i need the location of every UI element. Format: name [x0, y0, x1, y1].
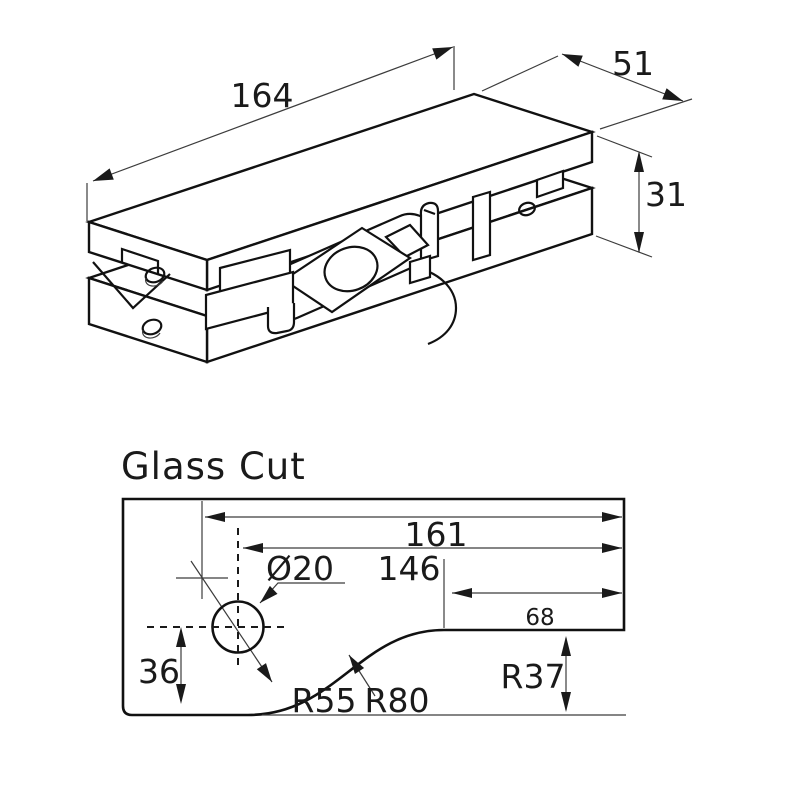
lower-recess-arc: [411, 265, 458, 346]
hole-leader-arrow: [260, 585, 278, 603]
front-holes: [141, 266, 166, 339]
upper-plate-right-tab: [535, 169, 565, 199]
dim-to-hole-arrow-right: [602, 543, 622, 553]
dim-width-arrow-left: [562, 54, 583, 67]
dim-length: 164: [86, 46, 455, 221]
dim-flat-arrow-right: [602, 588, 622, 598]
radius-r55-label: R55: [292, 681, 357, 720]
dim-width-ext-left: [481, 55, 559, 92]
dim-height-label: 31: [645, 175, 687, 214]
dim-width: 51: [481, 44, 693, 130]
dim-to-hole-label: 146: [378, 549, 441, 588]
dim-length-line: [92, 46, 454, 182]
dim-height-ext-top: [596, 135, 653, 158]
dim-height-ext-bottom: [595, 235, 653, 258]
upper-plate-end-face: [87, 220, 209, 292]
dim-length-arrow-right: [432, 47, 453, 60]
dim-flat: 68: [452, 588, 622, 631]
glass-outline: [121, 497, 626, 717]
hole-diameter-label: Ø20: [266, 549, 334, 588]
dim-to-hole-arrow-left: [243, 543, 263, 553]
dim-width-line: [561, 53, 684, 102]
upper-front-hole-rim: [145, 277, 164, 287]
glass-cut-title: Glass Cut: [121, 445, 306, 488]
bolt-slot-line: [423, 208, 436, 216]
radius-leader-arrow: [349, 655, 365, 674]
dim-step-radius: R37: [501, 636, 571, 712]
dim-to-hole: 146: [243, 543, 622, 588]
radius-r80-label: R80: [365, 681, 430, 720]
dim-length-label: 164: [231, 76, 294, 115]
dim-width-ext-right: [599, 98, 693, 130]
side-screw-hole: [518, 201, 536, 217]
radius-r37-label: R37: [501, 657, 566, 696]
dim-flat-label: 68: [525, 605, 554, 631]
dim-36-arrow-top: [176, 627, 186, 647]
dim-height-arrow-bottom: [634, 232, 644, 253]
right-jaw-tab: [408, 254, 432, 285]
dim-height: 31: [595, 135, 687, 258]
ref-diagonal-arrow: [256, 663, 272, 682]
clamp-mechanism: [204, 190, 536, 346]
dim-flat-arrow-left: [452, 588, 472, 598]
dim-overall-arrow-left: [205, 512, 225, 522]
dim-36-arrow-bottom: [176, 684, 186, 704]
upper-plate: [85, 92, 596, 310]
dim-height-arrow-top: [634, 151, 644, 172]
dim-hole-to-bottom-label: 36: [138, 652, 180, 691]
dim-hole-to-bottom: 36: [138, 627, 186, 704]
ref-diagonal: [190, 560, 273, 683]
hole-diameter-callout: Ø20: [259, 549, 345, 604]
cylinder-hole: [323, 245, 379, 293]
radius-callout: R55 R80: [292, 654, 430, 720]
dim-width-arrow-right: [662, 88, 683, 101]
glass-cut-view: Glass Cut 161 146: [121, 445, 626, 720]
dim-length-arrow-left: [93, 168, 114, 181]
left-jaw-round-tab: [266, 303, 296, 335]
right-jaw: [471, 190, 492, 262]
iso-view: 164 51 31: [85, 44, 693, 364]
lower-front-hole-rim: [142, 329, 161, 339]
dim-r37-arrow-top: [561, 636, 571, 656]
dim-overall-arrow-right: [602, 512, 622, 522]
dim-r37-arrow-bottom: [561, 692, 571, 712]
dim-width-label: 51: [612, 44, 654, 83]
